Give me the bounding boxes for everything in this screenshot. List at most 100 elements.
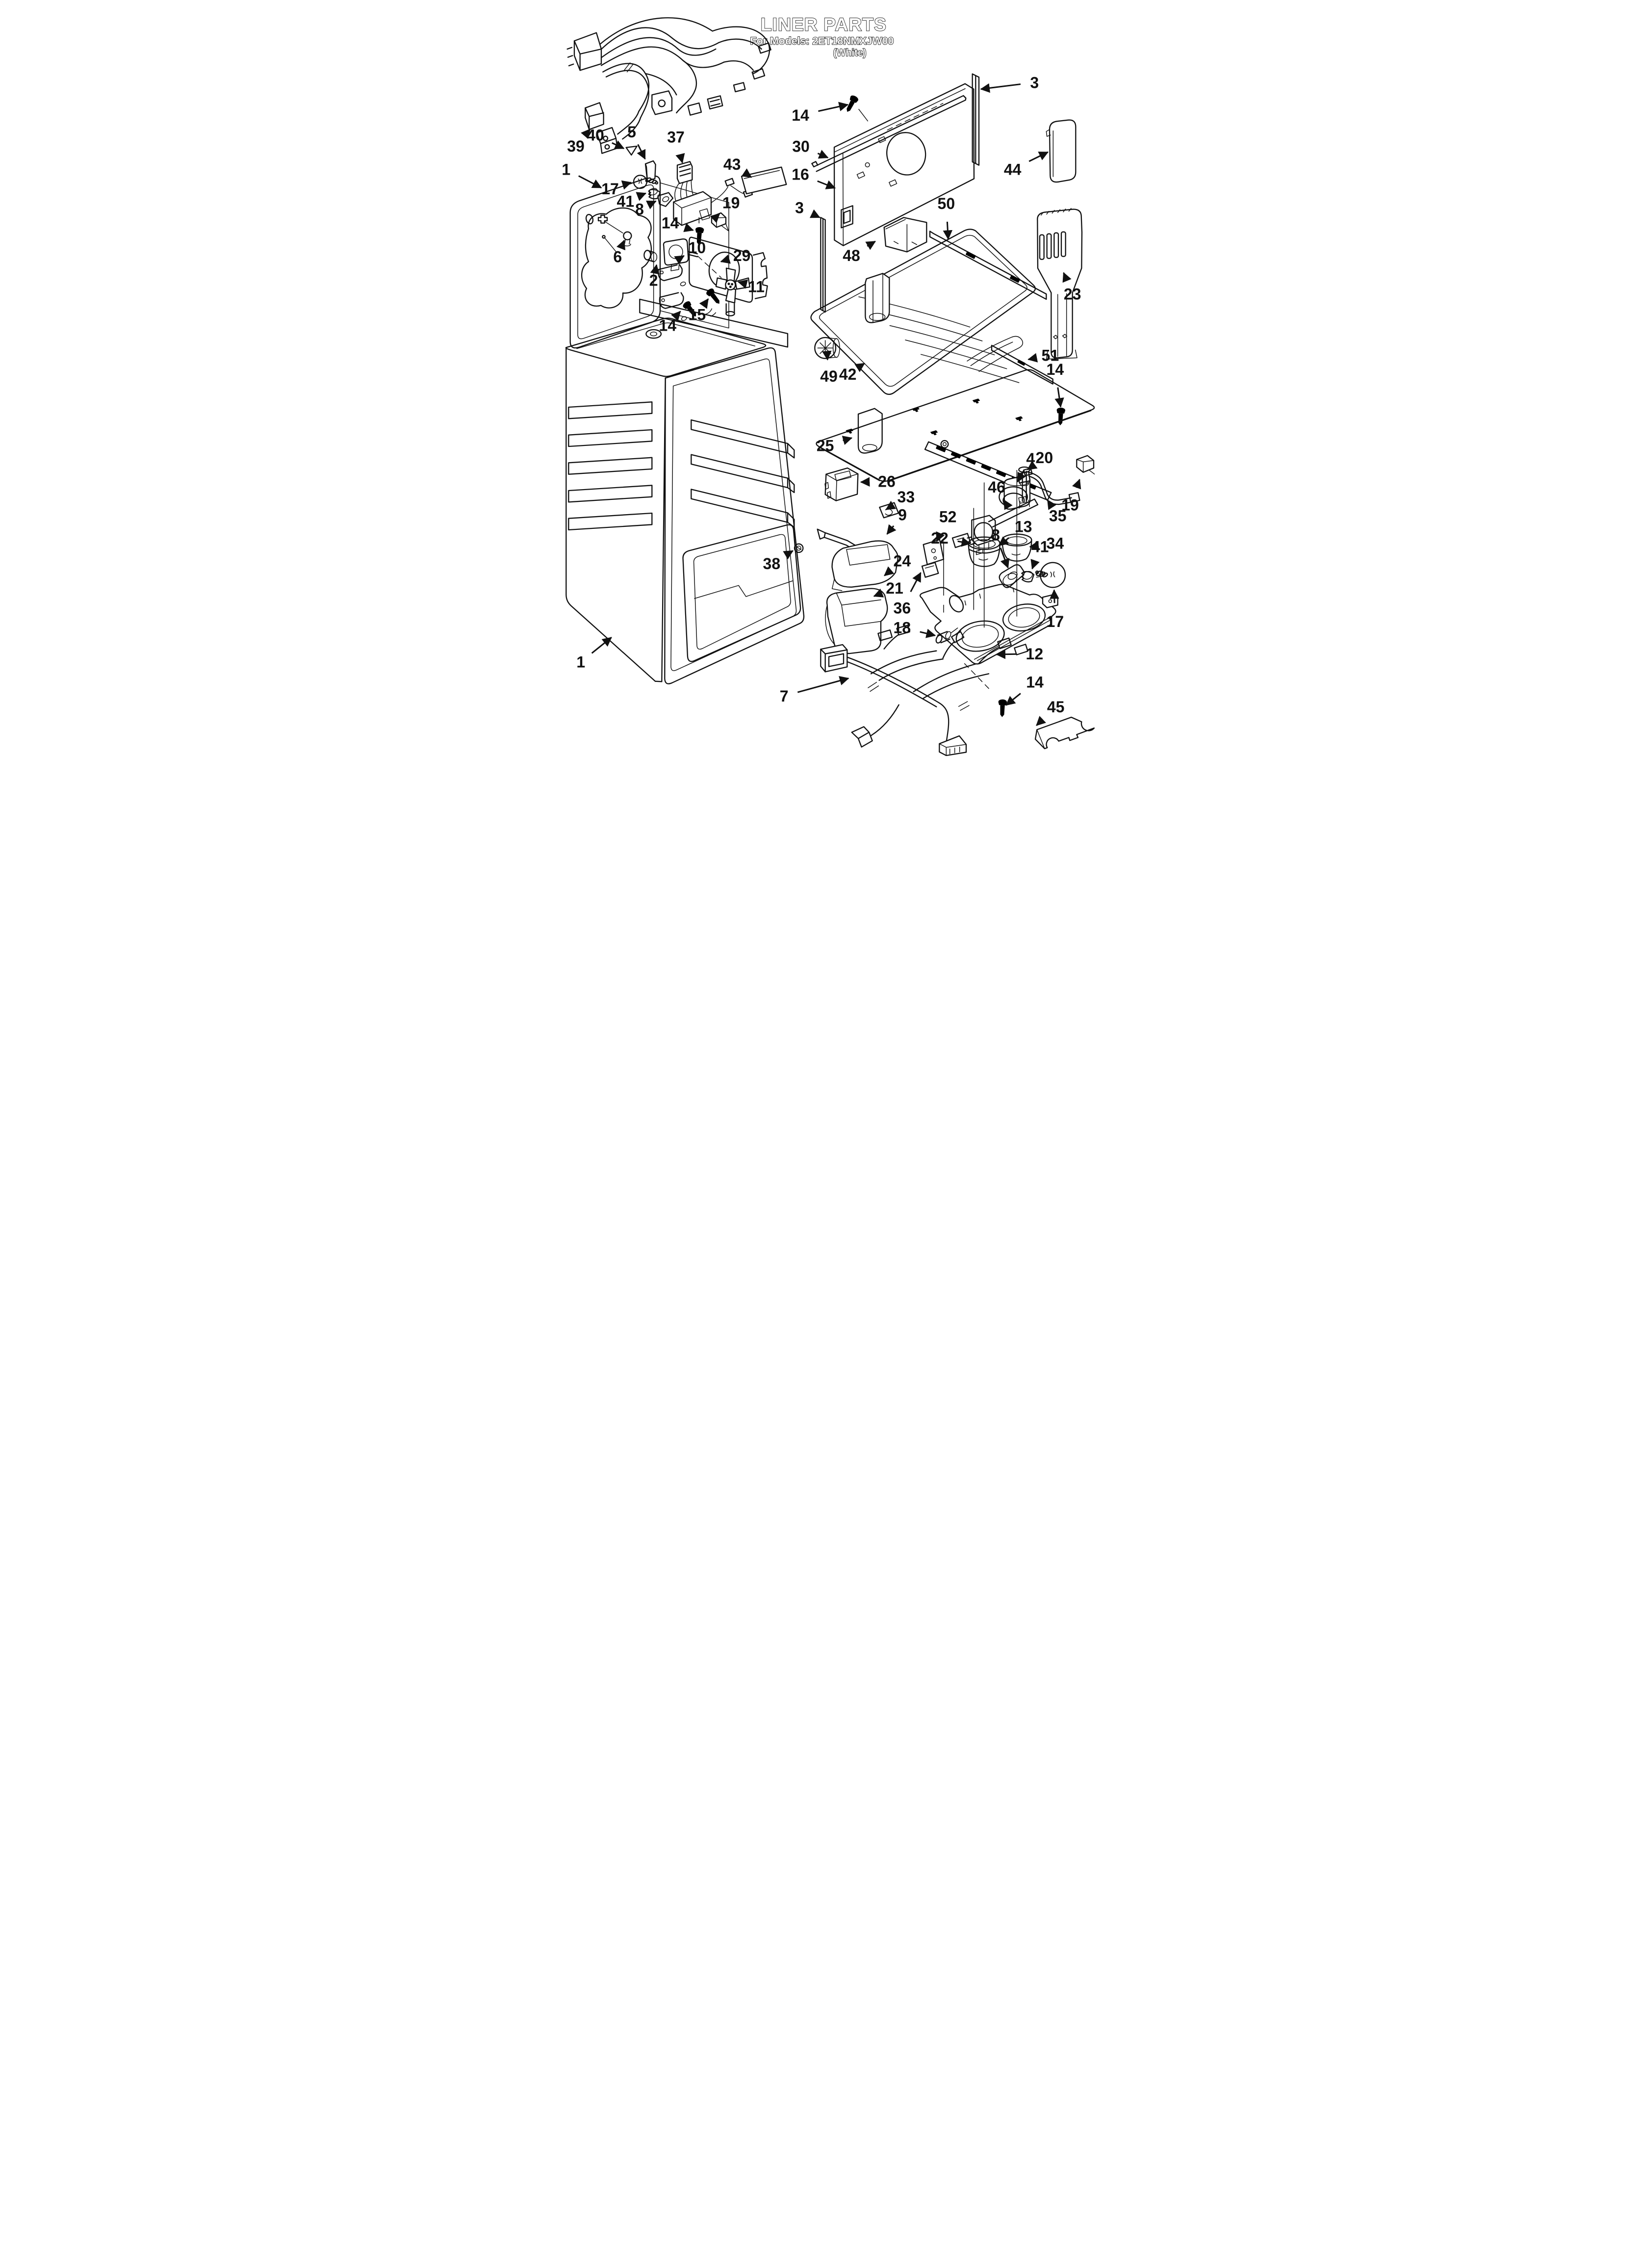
part-number-1: 1 [562, 161, 570, 179]
leader-arrow-45 [1036, 716, 1047, 726]
leader-arrow-38 [783, 550, 794, 560]
part-number-22: 22 [931, 529, 949, 547]
callout-45: 45 [1036, 698, 1064, 726]
part-number-14: 14 [1047, 361, 1064, 378]
leader-arrow-40 [612, 140, 625, 150]
part-number-19: 19 [1061, 496, 1079, 514]
part-number-10: 10 [689, 239, 706, 257]
callout-19: 19 [710, 194, 740, 223]
leader-arrow-34 [1029, 541, 1040, 550]
callout-14: 14 [792, 102, 849, 124]
part-number-8: 8 [635, 200, 644, 218]
part-number-21: 21 [886, 579, 903, 597]
part-number-23: 23 [1064, 286, 1081, 303]
callout-33: 33 [885, 488, 915, 510]
part-number-39: 39 [567, 137, 585, 155]
leader-arrow-43 [741, 168, 752, 178]
part-number-48: 48 [843, 247, 860, 264]
part-number-25: 25 [817, 437, 834, 454]
leader-arrow-3 [809, 209, 821, 218]
part-number-14: 14 [659, 317, 677, 335]
callout-25: 25 [817, 436, 853, 454]
leader-arrow-6 [616, 239, 626, 251]
part-number-33: 33 [898, 488, 915, 506]
callout-9: 9 [886, 506, 907, 535]
part-number-50: 50 [938, 195, 955, 212]
part-number-35: 35 [1049, 507, 1067, 525]
part-number-38: 38 [763, 555, 781, 573]
leader-arrow-25 [842, 436, 853, 445]
liner-parts-exploded-diagram: LINER PARTS For Models: 2ET18NMXJW00 (Wh… [562, 14, 1095, 756]
leader-arrow-13 [998, 536, 1010, 547]
callout-41: 41 [1030, 538, 1049, 570]
callout-24: 24 [884, 552, 911, 576]
part-number-14: 14 [792, 106, 809, 124]
leader-arrow-18 [920, 628, 936, 638]
leader-arrow-1 [578, 175, 602, 188]
leader-arrow-20 [1027, 460, 1038, 470]
part-number-8: 8 [991, 526, 1000, 544]
part-number-6: 6 [613, 248, 622, 266]
leader-arrow-41 [636, 192, 647, 201]
callout-49: 49 [820, 350, 838, 385]
part-number-42: 42 [839, 365, 857, 383]
mid-small-parts [817, 467, 951, 654]
callout-19: 19 [1061, 478, 1081, 514]
leader-arrow-16 [817, 180, 836, 189]
part-number-49: 49 [820, 367, 838, 385]
part-number-29: 29 [733, 247, 751, 264]
callout-30: 30 [792, 137, 829, 159]
leader-arrow-17 [621, 180, 632, 190]
callout-46: 46 [988, 478, 1013, 510]
part-number-16: 16 [792, 166, 809, 183]
callout-41: 41 [617, 192, 647, 210]
leader-arrow-14 [818, 102, 849, 112]
leader-arrow-52 [936, 531, 945, 542]
title-block: LINER PARTS For Models: 2ET18NMXJW00 (Wh… [750, 14, 894, 59]
callout-26: 26 [860, 473, 896, 491]
callout-23: 23 [1062, 272, 1081, 303]
part-number-41: 41 [1031, 538, 1049, 555]
callout-14: 14 [662, 214, 694, 232]
part-number-18: 18 [894, 619, 911, 637]
part-number-40: 40 [587, 127, 604, 144]
callout-14: 14 [659, 311, 681, 335]
part-number-5: 5 [627, 123, 636, 141]
leader-arrow-4 [1017, 470, 1026, 483]
callout-50: 50 [938, 195, 955, 240]
callout-43: 43 [723, 156, 752, 178]
callout-2: 2 [649, 264, 660, 289]
leader-arrow-42 [854, 363, 865, 372]
callout-52: 52 [936, 508, 956, 542]
callout-21: 21 [873, 579, 903, 598]
callout-37: 37 [667, 129, 685, 164]
leader-arrow-46 [1003, 499, 1013, 510]
part-number-26: 26 [878, 473, 896, 491]
part-number-51: 51 [1042, 346, 1059, 364]
callout-35: 35 [1047, 499, 1067, 525]
leader-arrow-8 [1000, 547, 1010, 569]
part-number-46: 46 [988, 478, 1005, 496]
leader-arrow-37 [675, 153, 685, 164]
leader-arrow-14 [683, 223, 694, 232]
part-number-14: 14 [1026, 673, 1044, 691]
leader-arrow-9 [886, 524, 897, 535]
leader-arrow-30 [817, 150, 829, 159]
page-finish-note: (White) [833, 48, 867, 58]
leader-arrow-48 [865, 240, 876, 250]
callout-18: 18 [894, 619, 936, 638]
callout-34: 34 [1029, 535, 1064, 552]
page-title: LINER PARTS [761, 14, 887, 35]
part-number-17: 17 [601, 180, 619, 198]
leader-arrow-33 [885, 500, 897, 510]
leader-arrow-19 [1072, 478, 1081, 490]
callout-1: 1 [576, 637, 612, 671]
callout-6: 6 [613, 239, 626, 266]
control-housing-cluster [625, 145, 787, 245]
part-number-3: 3 [795, 199, 804, 217]
callout-48: 48 [843, 240, 876, 264]
leader-arrow-2 [650, 264, 660, 275]
part-number-24: 24 [894, 552, 911, 570]
leader-arrow-14 [1054, 387, 1064, 408]
callout-14: 14 [1005, 673, 1044, 706]
